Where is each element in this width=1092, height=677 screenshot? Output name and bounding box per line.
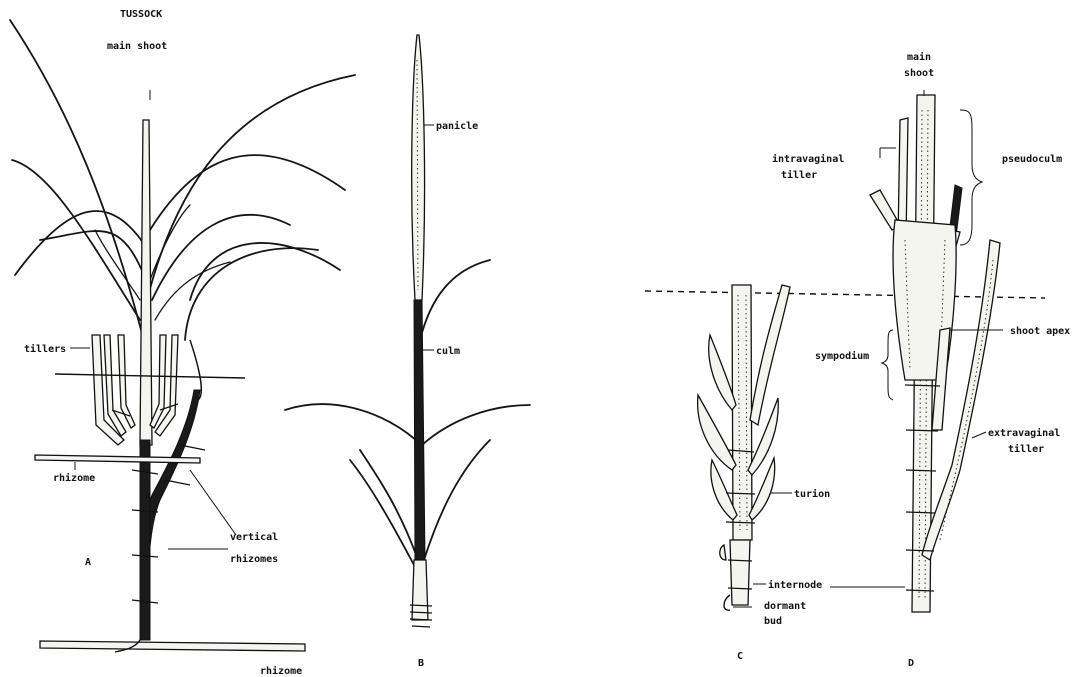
panel-d-letter: D: [908, 658, 914, 669]
panel-b-leaves: [285, 260, 530, 565]
panel-c-main-stem: [732, 285, 752, 540]
panel-c-lower-stem: [730, 540, 750, 605]
panel-b-letter: B: [418, 658, 424, 669]
label-turion: turion: [794, 488, 830, 500]
label-pseudoculm: pseudoculm: [1002, 154, 1062, 165]
label-shoot: shoot: [904, 68, 934, 79]
panel-d-sympodium-bracket: [882, 330, 893, 400]
label-rhizome-mid: rhizome: [53, 472, 95, 484]
panel-b-base: [412, 560, 428, 620]
panel-a-title: TUSSOCK: [120, 9, 162, 20]
panel-c-letter: C: [737, 651, 743, 662]
panel-c-tiller: [750, 285, 790, 425]
panel-c-dormant-bud: [724, 595, 730, 610]
label-main: main: [907, 51, 931, 63]
label-dormant: dormant: [764, 601, 806, 612]
label-culm: culm: [436, 346, 460, 357]
panel-a-main-shoot-stem: [140, 120, 152, 445]
panel-b-culm: panicle culm B: [285, 35, 530, 669]
panel-b-panicle: [412, 35, 425, 300]
label-rhizome-bottom: rhizome: [260, 665, 302, 677]
label-main-shoot: main shoot: [107, 40, 167, 52]
panel-a-leaves: [10, 20, 355, 345]
panel-d-pseudoculm-bracket: [960, 110, 982, 245]
panel-d-leader-extravaginal: [972, 432, 986, 438]
panel-a-tillers: [92, 335, 178, 445]
label-sympodium: sympodium: [815, 350, 869, 362]
label-rhizomes: rhizomes: [230, 553, 278, 565]
label-extravaginal-tiller: tiller: [1008, 443, 1044, 455]
label-panicle: panicle: [436, 120, 478, 132]
label-bud: bud: [764, 616, 782, 627]
panel-a-letter: A: [85, 557, 91, 568]
panel-a-lower-rhizome: [140, 440, 150, 640]
panel-c-turion: turion internode dormant bud C: [698, 285, 831, 662]
label-internode: internode: [768, 579, 822, 591]
label-intravaginal: intravaginal: [772, 153, 844, 165]
label-intravaginal-tiller: tiller: [781, 169, 817, 181]
label-shoot-apex: shoot apex: [1010, 326, 1070, 337]
panel-a-leader-vertical: [190, 470, 236, 535]
label-vertical: vertical: [230, 531, 278, 543]
panel-a-tussock: TUSSOCK main shoot tillers rhizome verti…: [10, 9, 355, 677]
panel-a-rhizome-bottom: [40, 641, 305, 651]
label-tillers: tillers: [24, 343, 66, 355]
label-extravaginal: extravaginal: [988, 427, 1060, 439]
panel-d-sympodium: main shoot intravaginal tiller pseudocul…: [772, 51, 1070, 669]
